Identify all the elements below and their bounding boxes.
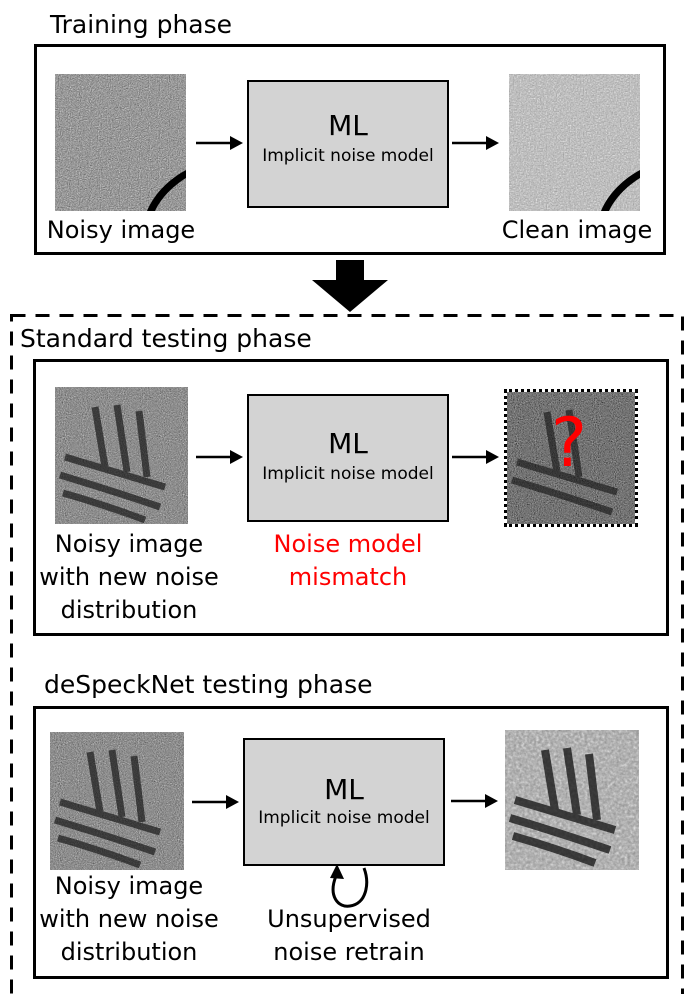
standard-input-caption-line-2: with new noise bbox=[39, 563, 219, 591]
training-arrow-out bbox=[452, 136, 499, 150]
unsupervised-retrain-line-2: noise retrain bbox=[273, 938, 425, 966]
despecknet-noisy-image bbox=[50, 732, 184, 870]
despecknet-ml-box: ML Implicit noise model bbox=[243, 738, 445, 866]
training-output-caption: Clean image bbox=[501, 216, 653, 244]
training-phase-title: Training phase bbox=[50, 10, 233, 39]
training-noisy-image bbox=[55, 74, 186, 211]
noise-mismatch-line-1: Noise model bbox=[273, 530, 423, 558]
standard-noisy-image bbox=[55, 387, 188, 524]
noise-mismatch-line-2: mismatch bbox=[288, 563, 408, 591]
training-ml-title: ML bbox=[328, 109, 368, 142]
retrain-loop-arrow bbox=[330, 864, 369, 908]
despecknet-ml-title: ML bbox=[324, 773, 364, 806]
standard-input-caption-line-3: distribution bbox=[60, 596, 198, 624]
phase-transition-arrow bbox=[312, 260, 388, 312]
despecknet-clean-image bbox=[505, 730, 639, 870]
training-input-caption: Noisy image bbox=[46, 216, 196, 244]
despecknet-testing-title: deSpeckNet testing phase bbox=[44, 670, 373, 699]
despecknet-input-caption-line-2: with new noise bbox=[39, 905, 219, 933]
training-ml-box: ML Implicit noise model bbox=[247, 80, 449, 208]
question-mark: ? bbox=[551, 404, 588, 483]
despecknet-ml-subtitle: Implicit noise model bbox=[258, 808, 430, 828]
standard-ml-title: ML bbox=[328, 427, 368, 460]
standard-arrow-in bbox=[196, 450, 243, 464]
despecknet-arrow-in bbox=[192, 795, 239, 809]
standard-ml-box: ML Implicit noise model bbox=[247, 394, 449, 522]
testing-phases-container bbox=[10, 314, 684, 994]
training-ml-subtitle: Implicit noise model bbox=[262, 146, 434, 166]
despecknet-input-caption-line-1: Noisy image bbox=[54, 872, 204, 900]
standard-input-caption-line-1: Noisy image bbox=[54, 530, 204, 558]
unsupervised-retrain-line-1: Unsupervised bbox=[267, 905, 431, 933]
standard-unknown-output-image: ? bbox=[504, 389, 638, 527]
standard-testing-title: Standard testing phase bbox=[20, 324, 312, 353]
despecknet-arrow-out bbox=[451, 794, 498, 808]
training-clean-image bbox=[509, 74, 640, 211]
despecknet-input-caption-line-3: distribution bbox=[60, 938, 198, 966]
standard-ml-subtitle: Implicit noise model bbox=[262, 464, 434, 484]
training-arrow-in bbox=[196, 136, 243, 150]
standard-arrow-out bbox=[452, 450, 499, 464]
